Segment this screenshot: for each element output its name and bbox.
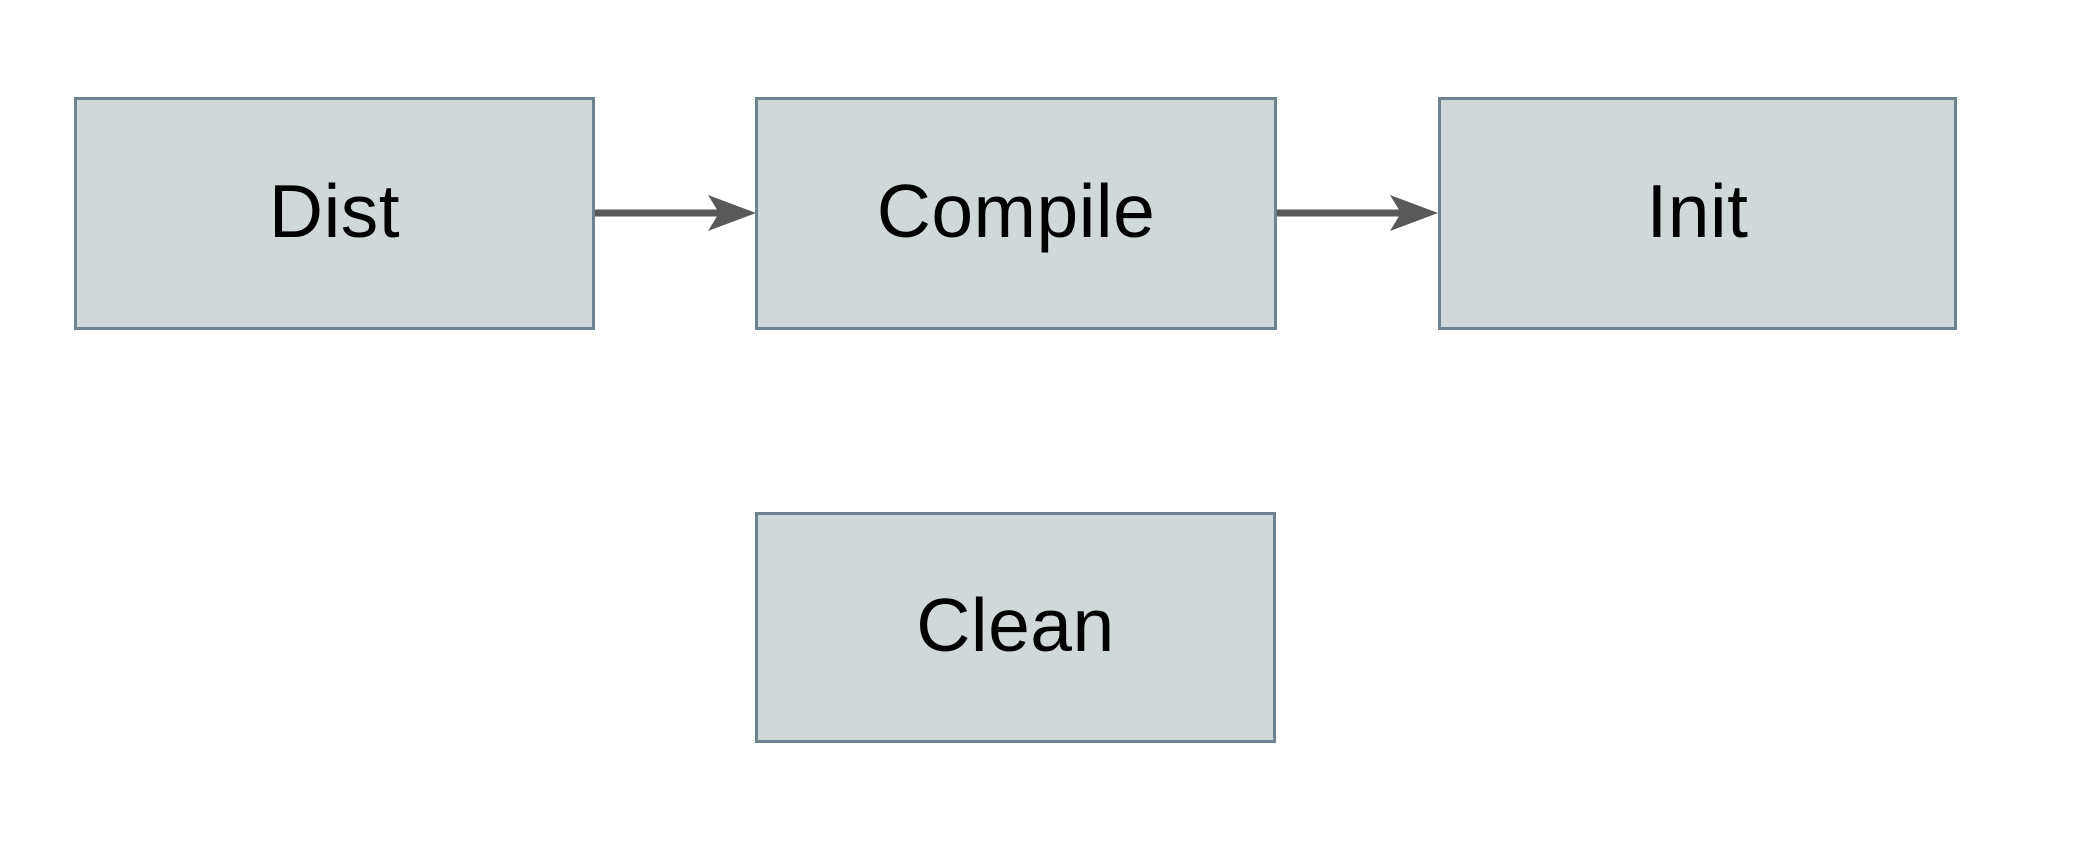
arrow-dist-to-compile-icon: [595, 195, 756, 231]
node-dist: Dist: [74, 97, 595, 330]
node-dist-label: Dist: [268, 169, 401, 253]
node-init: Init: [1438, 97, 1957, 330]
arrow-compile-to-init-icon: [1277, 195, 1438, 231]
node-compile: Compile: [755, 97, 1277, 330]
node-init-label: Init: [1646, 169, 1749, 253]
node-clean: Clean: [755, 512, 1276, 743]
node-compile-label: Compile: [876, 169, 1156, 253]
node-clean-label: Clean: [916, 583, 1115, 667]
